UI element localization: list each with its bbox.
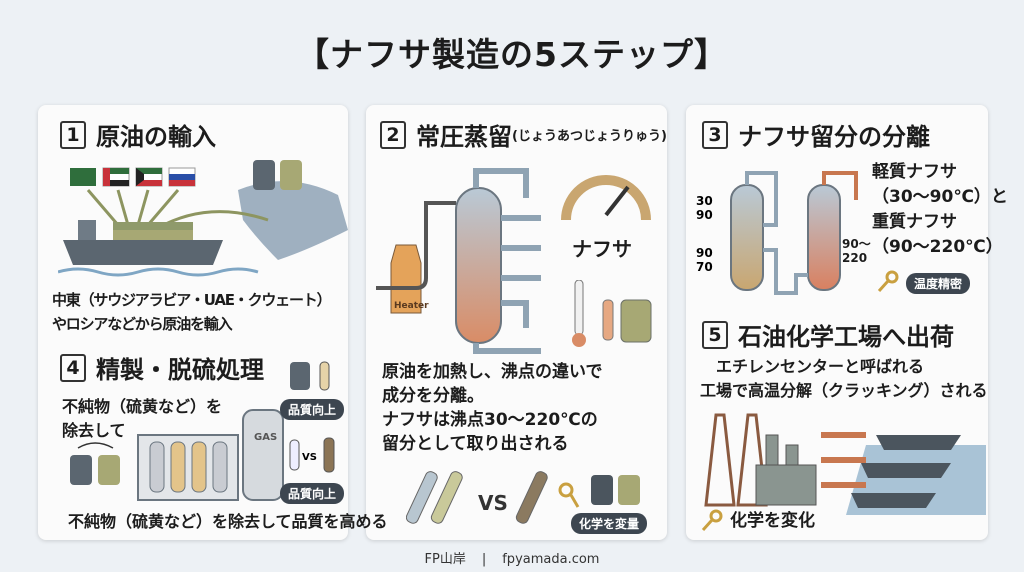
gauge-icon (561, 175, 651, 221)
svg-text:30: 30 (696, 194, 713, 208)
barrel-icon (290, 362, 310, 390)
quality-badge: 品質向上 (280, 399, 345, 420)
chemistry-badge: 化学を変量 (571, 513, 648, 534)
step-3-heading: 3 ナフサ留分の分離 (702, 117, 930, 152)
step-1-description: 中東（サウジアラビア・UAE・クウェート） やロシアなどから原油を輸入 (52, 291, 332, 333)
tanker-ship-icon (851, 435, 961, 508)
step-title: 原油の輸入 (96, 123, 216, 151)
desulfurization-unit-illustration: GAS (70, 409, 284, 501)
footer-site: fpyamada.com (502, 552, 600, 567)
step-title: 精製・脱硫処理 (96, 356, 264, 384)
vs-label: VS (478, 491, 508, 515)
card-step-1-4: 1 原油の輸入 中東（サウジアラビア・UAE・クウェート） やロシアなどから原油を… (38, 105, 388, 540)
svg-text:70: 70 (696, 260, 713, 274)
step-reading: (じょうあつじょうりゅう) (512, 129, 667, 144)
heavy-naphtha-temp-label: 90〜 220 (842, 237, 871, 265)
svg-text:90: 90 (696, 208, 713, 222)
feed-pipe (376, 201, 456, 290)
step-2-heading: 2 常圧蒸留(じょうあつじょうりゅう) (380, 117, 667, 152)
step-2-description: 原油を加熱し、沸点の違いで 成分を分離。 ナフサは沸点30〜220℃の 留分とし… (382, 362, 603, 454)
key-icon (701, 509, 723, 532)
sample-icons: VS (289, 361, 335, 473)
heater-label: Heater (394, 301, 429, 311)
gas-tank-icon (242, 409, 284, 501)
step-4-heading: 4 精製・脱硫処理 (60, 350, 264, 385)
sea-waves (58, 267, 259, 277)
step-title: 石油化学工場へ出荷 (738, 323, 954, 351)
step-3-description: 軽質ナフサ （30〜90℃）と 重質ナフサ （90〜220℃） (872, 162, 1008, 257)
step-title: ナフサ留分の分離 (738, 123, 930, 151)
oil-import-illustration (58, 160, 348, 277)
distillation-column-illustration: Heater (376, 168, 541, 354)
flag-saudi-icon (70, 168, 96, 186)
flag-uae-icon (102, 167, 130, 187)
shipping-arrows (821, 432, 866, 488)
barrel-icon (70, 455, 92, 485)
quality-badge: 品質向上 (280, 483, 345, 504)
footer: FP山岸 | fpyamada.com (0, 548, 1024, 567)
test-tube-icon (289, 439, 300, 471)
step-5-description: エチレンセンターと呼ばれる 工場で高温分解（クラッキング）される (700, 357, 988, 400)
import-arrows (86, 189, 269, 230)
temperature-precision-badge: 温度精密 (906, 273, 971, 294)
flag-kuwait-icon (135, 167, 163, 187)
world-map-icon (238, 181, 348, 260)
factory-icon (755, 464, 817, 506)
step-4-description: 不純物（硫黄など）を 除去して (62, 397, 223, 440)
gauge-label: ナフサ (572, 237, 632, 261)
heater-icon (390, 244, 422, 314)
footer-brand: FP山岸 (424, 552, 466, 567)
footer-separator: | (481, 552, 487, 567)
card-step-2: 2 常圧蒸留(じょうあつじょうりゅう) Heater ナフサ 原油を加熱し、沸点の… (366, 105, 667, 540)
key-icon (877, 270, 899, 293)
barrel-icon (280, 160, 302, 190)
step-title: 常圧蒸留 (416, 123, 512, 151)
step-number: 4 (60, 353, 86, 382)
step-number: 2 (380, 120, 406, 149)
flag-russia-icon (168, 167, 196, 187)
vs-label: VS (302, 452, 317, 463)
tanker-ship-icon (63, 220, 223, 265)
petrochemical-plant-illustration (704, 413, 986, 515)
step-1-heading: 1 原油の輸入 (60, 117, 216, 152)
key-label: 化学を変化 (730, 511, 815, 531)
step-number: 5 (702, 320, 728, 349)
output-arrows (473, 215, 541, 354)
svg-text:90: 90 (696, 246, 713, 260)
page-title: 【ナフサ製造の5ステップ】 (296, 35, 728, 74)
barrel-icon (98, 455, 120, 485)
step-number: 1 (60, 120, 86, 149)
step-number: 3 (702, 120, 728, 149)
barrel-icon (253, 160, 275, 190)
test-tube-icon (323, 437, 335, 473)
barrel-icon (591, 475, 613, 505)
test-tube-icon (319, 361, 330, 391)
step-5-heading: 5 石油化学工場へ出荷 (702, 317, 954, 352)
barrel-icon (618, 475, 640, 505)
key-icon (558, 482, 574, 498)
column-icon (455, 187, 502, 344)
gas-label: GAS (254, 432, 277, 443)
swap-arrow-icon (77, 442, 114, 449)
step-4-summary: 不純物（硫黄など）を除去して品質を高める (68, 512, 388, 531)
thermometer-and-samples-icon (572, 280, 652, 347)
tube-comparison-icons: VS (406, 471, 640, 524)
